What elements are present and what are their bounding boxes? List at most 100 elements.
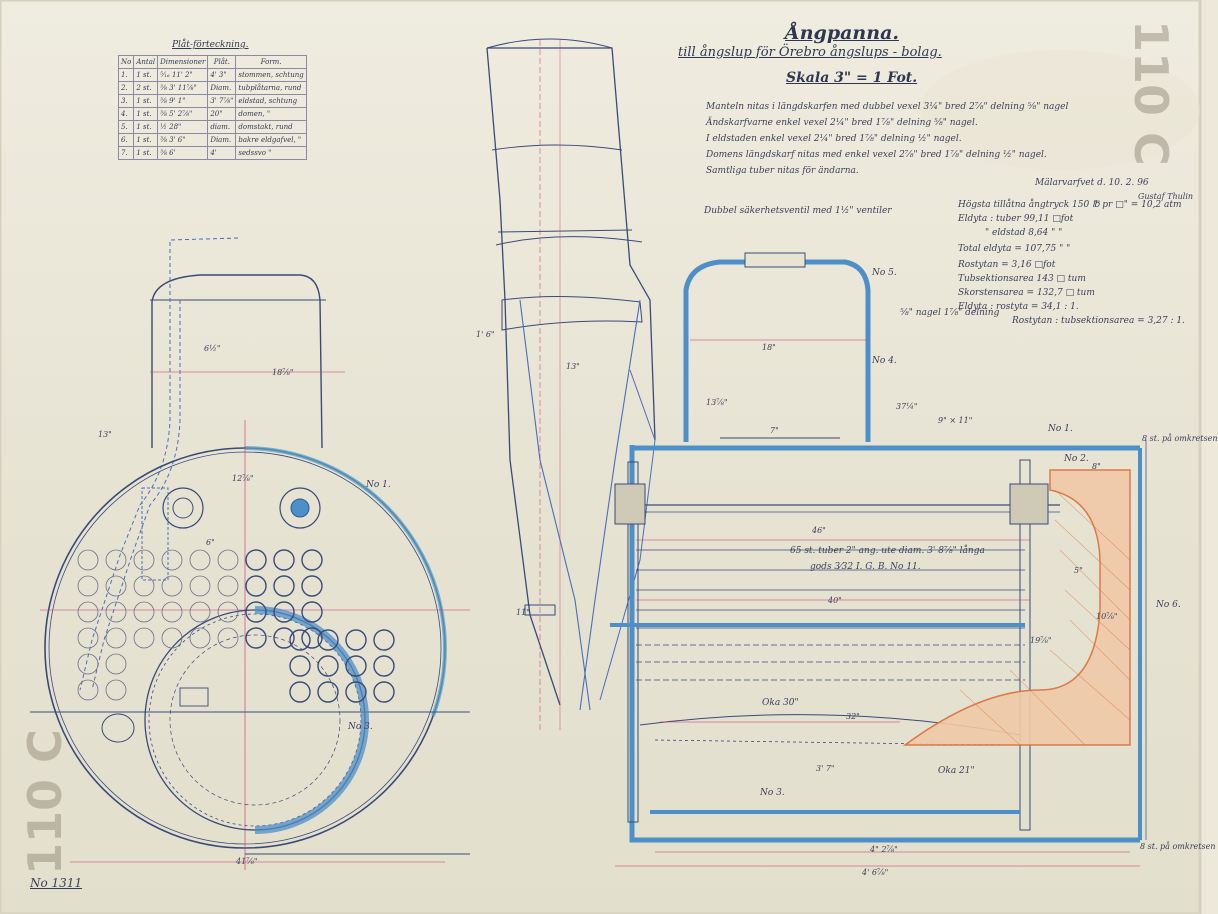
tube-hole	[273, 601, 295, 623]
table-header: No	[117, 55, 135, 69]
table-row: 6.1 st.⅜ 3' 6"Diam.bakre eldgafvel, "	[117, 133, 307, 147]
tube-hole	[105, 549, 127, 571]
tube-hole	[133, 627, 155, 649]
sheet-number: No 1311	[30, 876, 83, 890]
table-cell: Diam.	[207, 81, 237, 95]
table-header: Plåt.	[207, 55, 237, 69]
table-cell: ⅜ 9' 1"	[157, 94, 209, 108]
front-view	[30, 237, 470, 870]
table-cell: 7.	[117, 146, 135, 160]
spec-6: Tubsektionsarea 143 □ tum	[958, 274, 1086, 284]
tube-hole	[273, 627, 295, 649]
spec-5: Rostytan = 3,16 □fot	[958, 260, 1056, 270]
table-header: Form.	[235, 55, 307, 69]
tube-hole	[245, 601, 267, 623]
tube-hole	[373, 629, 395, 651]
tube-hole	[317, 629, 339, 651]
dim-41: 41⅞"	[236, 857, 258, 866]
label-part-4: No 4.	[872, 356, 897, 366]
dim-8: 8"	[1092, 462, 1101, 471]
tube-hole	[161, 627, 183, 649]
dim-46: 46"	[812, 526, 826, 535]
table-header-row: No Antal Dimensioner Plåt. Form.	[117, 55, 307, 69]
tube-hole	[105, 679, 127, 701]
tube-hole	[189, 627, 211, 649]
signature: Gustaf Thulin	[1138, 192, 1194, 201]
table-title: Plåt-förteckning.	[172, 40, 249, 50]
dim-40: 40"	[828, 596, 842, 605]
tube-hole	[77, 627, 99, 649]
table-row: 5.1 st.½ 28"diam.domstakt, rund	[117, 120, 307, 134]
tube-hole	[245, 549, 267, 571]
table-header: Dimensioner	[157, 55, 209, 69]
table-cell: bakre eldgafvel, "	[235, 133, 307, 147]
tube-hole	[217, 549, 239, 571]
parts-table: No Antal Dimensioner Plåt. Form. 1. 1 st.…	[117, 55, 307, 160]
tube-hole	[217, 627, 239, 649]
table-cell: 1 st.	[133, 94, 159, 108]
tube-note: 65 st. tuber 2" ang. ute diam. 3' 8⅞" lå…	[790, 546, 985, 556]
dim-3-7: 3' 7"	[816, 764, 835, 773]
tube-hole	[161, 575, 183, 597]
tube-hole	[217, 601, 239, 623]
tube-hole	[77, 575, 99, 597]
note-5: Samtliga tuber nitas för ändarna.	[706, 166, 859, 176]
tube-hole	[189, 549, 211, 571]
tube-hole	[245, 627, 267, 649]
tube-hole	[133, 549, 155, 571]
drawing-title: Ångpanna.	[785, 22, 899, 44]
archive-stamp-right: 110 C	[1124, 20, 1178, 166]
table-cell: 1 st.	[133, 107, 159, 121]
rivet-note: ⅝" nagel 1⅞" delning	[900, 308, 1000, 318]
dim-5: 5"	[1074, 566, 1083, 575]
drawing-subtitle: till ångslup för Örebro ångslups - bolag…	[678, 45, 942, 60]
tube-hole	[161, 601, 183, 623]
dim-18: 18"	[762, 343, 776, 352]
tube-hole	[345, 681, 367, 703]
tube-hole	[273, 549, 295, 571]
tube-hole	[133, 601, 155, 623]
table-cell: Diam.	[207, 133, 237, 147]
table-cell: 1.	[117, 68, 135, 82]
table-cell: ⅜ 6'	[157, 146, 209, 160]
table-row: 2.2 st.⅜ 3' 11⅞"Diam.tubplåtarna, rund	[117, 81, 307, 95]
tube-hole	[289, 681, 311, 703]
tube-hole	[289, 629, 311, 651]
tube-holes	[77, 549, 395, 703]
table-cell: ⅜ 5' 2⅞"	[157, 107, 209, 121]
table-cell: 5.	[117, 120, 135, 134]
tube-hole	[317, 655, 339, 677]
dim-manhole: 9" × 11"	[938, 416, 973, 425]
pitch-note-bottom: 8 st. på omkretsen	[1140, 842, 1216, 851]
label-part-6: No 6.	[1156, 600, 1181, 610]
tube-hole	[317, 681, 339, 703]
spec-9: Rostytan : tubsektionsarea = 3,27 : 1.	[1012, 316, 1185, 326]
dim-32: 32"	[846, 712, 860, 721]
dim-37: 37¼"	[896, 402, 918, 411]
table-row: 4.1 st.⅜ 5' 2⅞"20"domen, "	[117, 107, 307, 121]
tube-hole	[161, 549, 183, 571]
tube-hole	[105, 575, 127, 597]
table-cell: 4' 3"	[207, 68, 237, 82]
dim-overall-length: 4' 6⅞"	[862, 868, 889, 877]
tube-note-2: gods 3⁄32 I. G. B. No 11.	[810, 562, 921, 572]
table-cell: 3.	[117, 94, 135, 108]
note-2: Ändskarfvarne enkel vexel 2¼" bred 1⅞" d…	[706, 118, 978, 128]
label-part-5: No 5.	[872, 268, 897, 278]
table-cell: 4'	[207, 146, 237, 160]
dim-13-dome: 13⅞"	[706, 398, 728, 407]
dim-6: 6"	[206, 538, 215, 547]
tube-hole	[77, 601, 99, 623]
tube-hole	[189, 601, 211, 623]
spec-2: Eldyta : tuber 99,11 □fot	[958, 214, 1074, 224]
note-3: I eldstaden enkel vexel 2¼" bred 1⅞" del…	[706, 134, 962, 144]
label-part-2: No 2.	[1064, 454, 1089, 464]
spec-7: Skorstensarea = 132,7 □ tum	[958, 288, 1095, 298]
note-1: Manteln nitas i längdskarfen med dubbel …	[706, 102, 1069, 112]
table-cell: ½ 28"	[157, 120, 209, 134]
tube-hole	[301, 549, 323, 571]
table-cell: domstakt, rund	[235, 120, 307, 134]
